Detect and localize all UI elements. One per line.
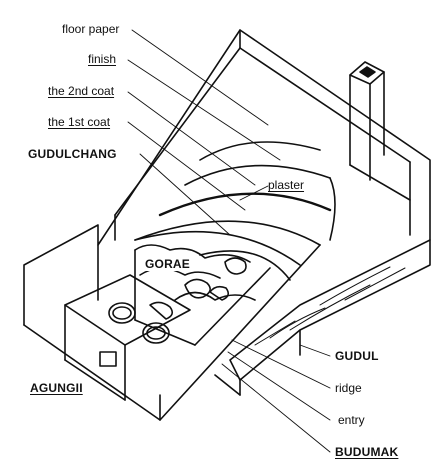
label-gudul: GUDUL <box>335 349 379 363</box>
chimney <box>349 61 411 201</box>
label-second-coat: the 2nd coat <box>48 84 115 98</box>
label-budumak: BUDUMAK <box>335 445 399 459</box>
label-agungii: AGUNGII <box>30 381 83 395</box>
label-ridge: ridge <box>335 381 362 395</box>
label-entry: entry <box>338 413 365 427</box>
label-finish: finish <box>88 52 117 66</box>
floor-layer-curves <box>134 141 336 281</box>
label-gudulchang: GUDULCHANG <box>28 147 117 161</box>
wooden-floor-strip <box>214 239 431 396</box>
label-plaster: plaster <box>268 178 305 192</box>
leader-lines <box>127 29 331 453</box>
gorae-channels <box>134 244 271 346</box>
label-first-coat: the 1st coat <box>48 115 111 129</box>
label-floor-paper: floor paper <box>62 22 120 36</box>
agungii-block <box>64 274 191 401</box>
label-gorae: GORAE <box>145 257 191 271</box>
building-walls <box>23 29 431 421</box>
